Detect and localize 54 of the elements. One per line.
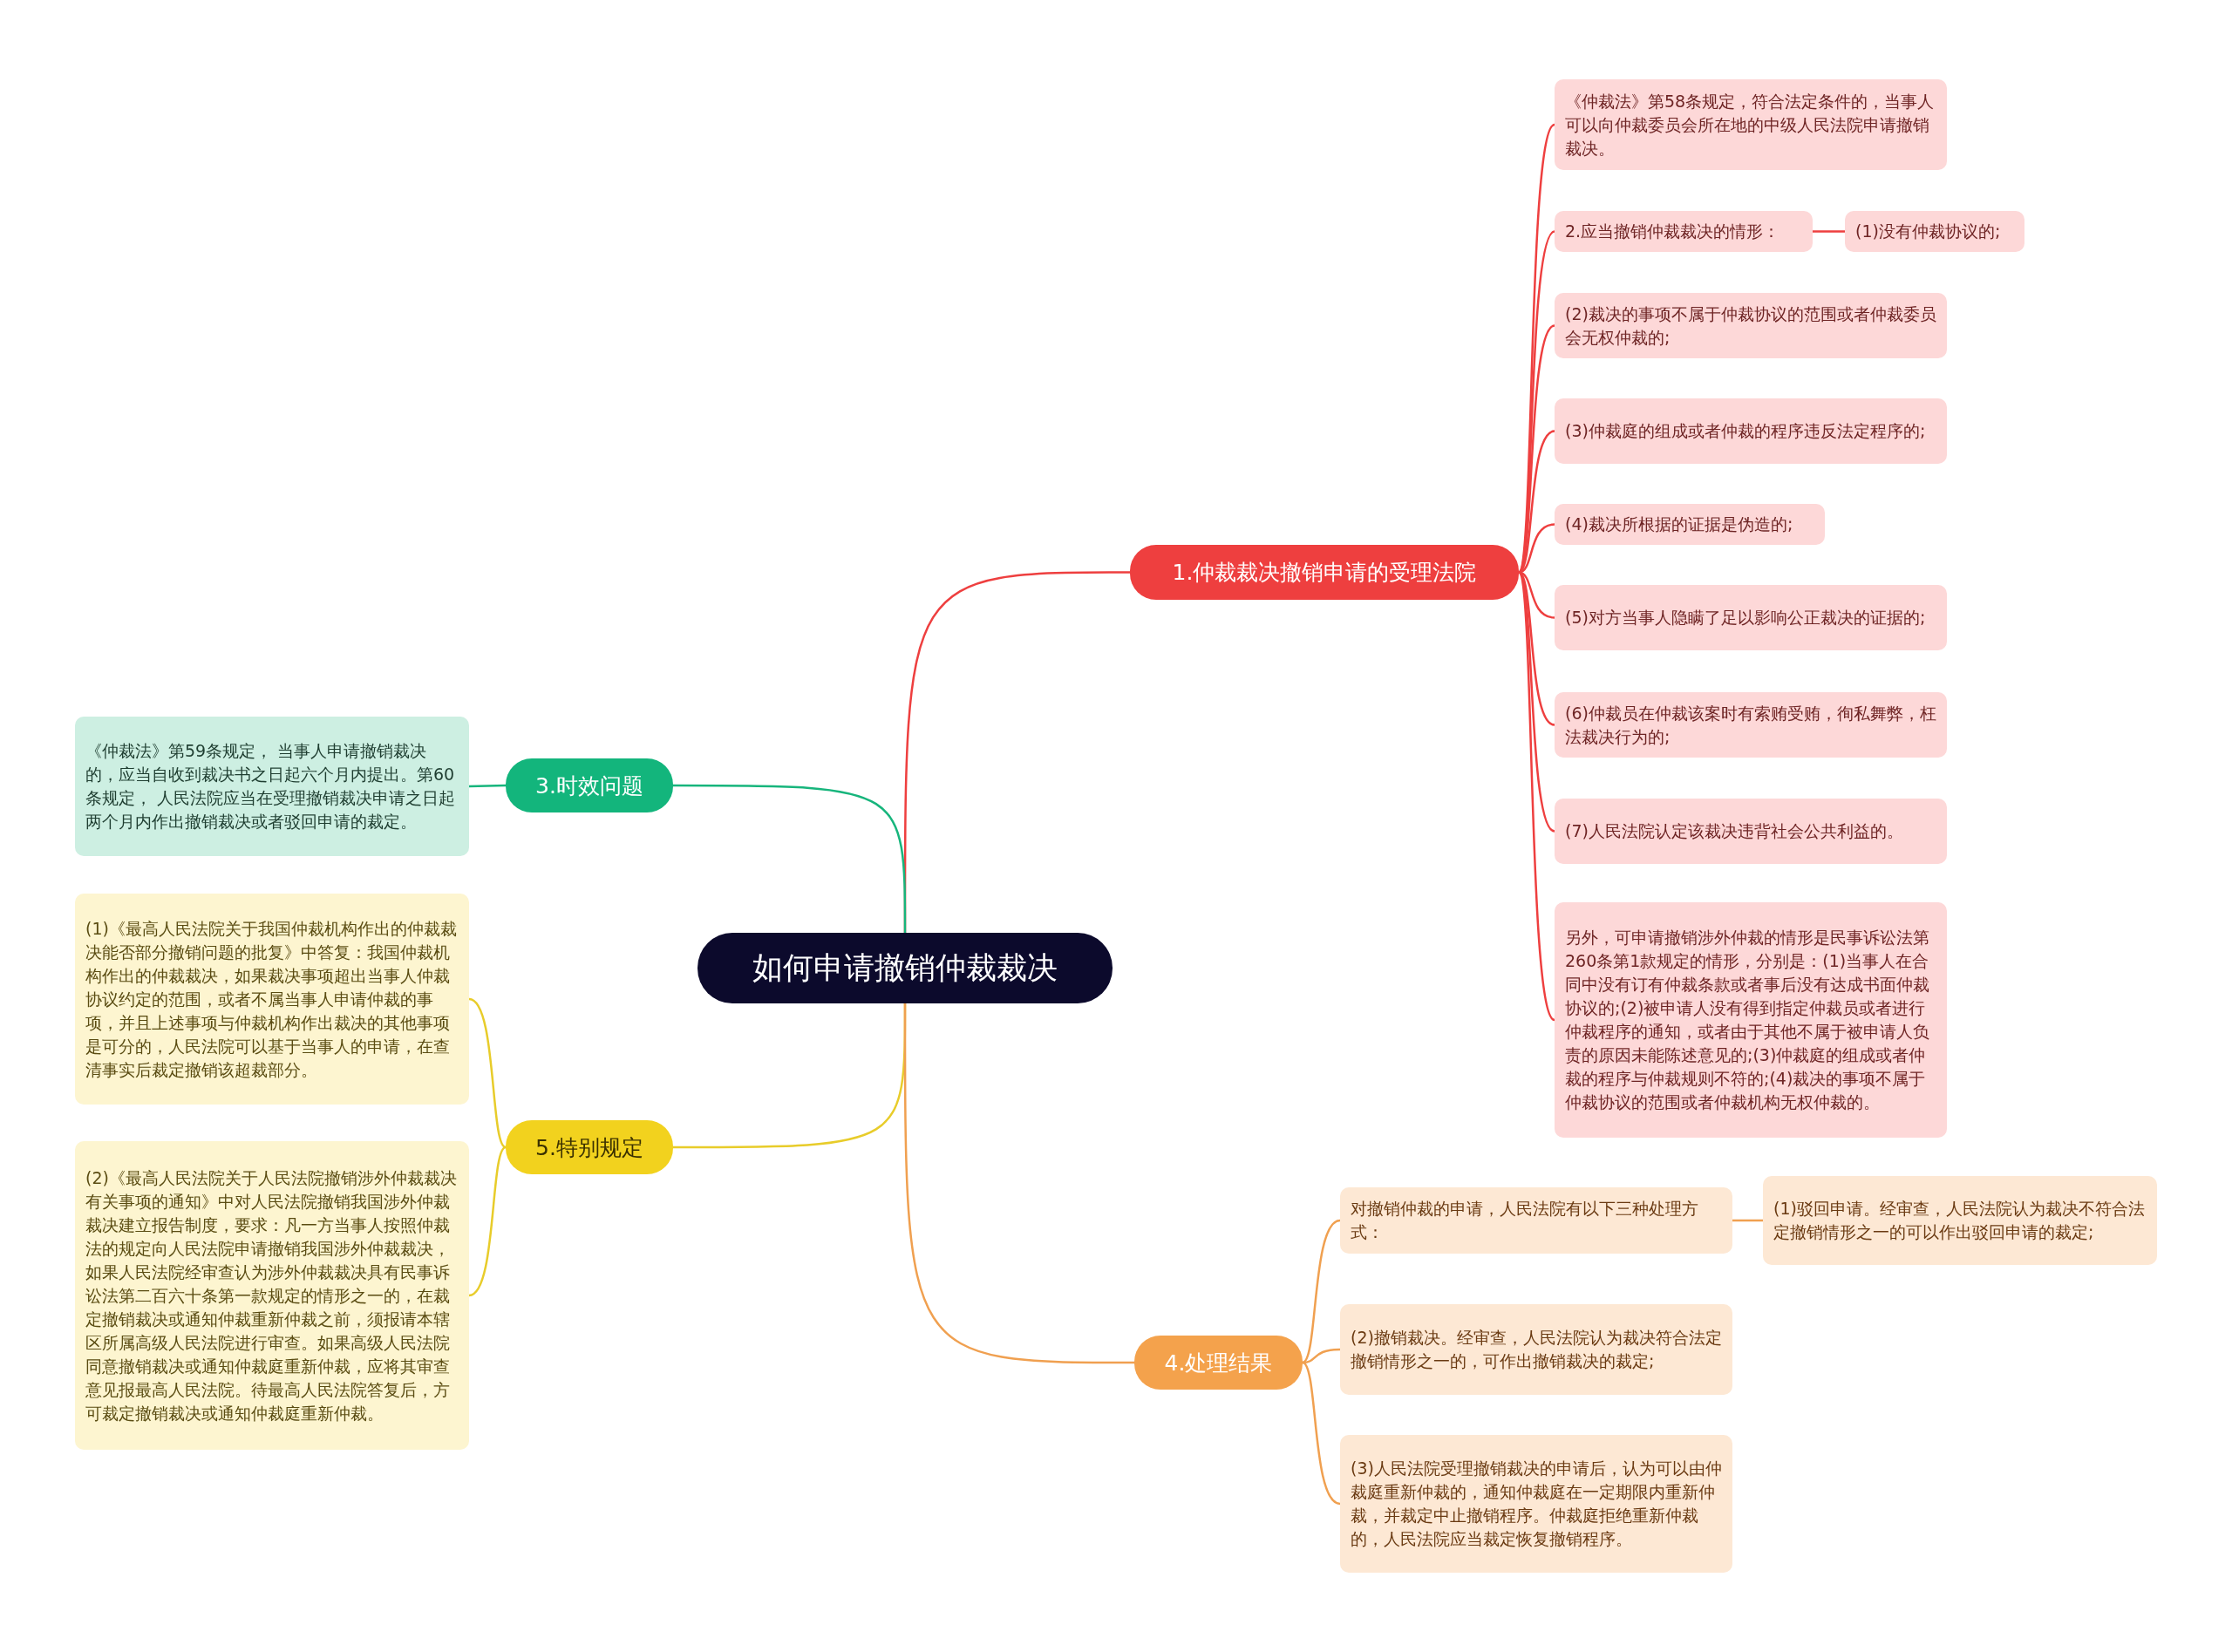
connector-line [1813,230,1845,233]
topic-text: (6)仲裁员在仲裁该案时有索贿受贿，徇私舞弊，枉法裁决行为的; [1565,702,1936,748]
topic-text: (1)没有仲裁协议的; [1855,221,2001,242]
detail-card [1340,1435,1732,1573]
topic-text: 5.特别规定 [535,1133,643,1162]
topic-text: 3.时效问题 [535,772,643,800]
topic-text: 《仲裁法》第59条规定， 当事人申请撤销裁决的，应当自收到裁决书之日起六个月内提出。第60条规定， 人民法院应当在受理撤销裁决申请之日起两个月内作出撤销裁决或者驳回申请的裁定。 [85,740,457,833]
connector-line [1302,1348,1341,1364]
branch-topic [506,758,673,812]
connector-line [903,1003,1134,1364]
detail-card [1340,1187,1732,1254]
detail-card [1555,398,1947,464]
connector-line [468,784,507,788]
topic-text: (2)裁决的事项不属于仲裁协议的范围或者仲裁委员会无权仲裁的; [1565,303,1936,349]
topic-text: (1)驳回申请。经审查，人民法院认为裁决不符合法定撤销情形之一的可以作出驳回申请的裁定; [1773,1198,2146,1243]
topic-text: (7)人民法院认定该裁决违背社会公共利益的。 [1565,820,1903,842]
connector-line [468,997,507,1148]
topic-text: 2.应当撤销仲裁裁决的情形： [1565,221,1780,242]
detail-card [75,894,469,1105]
detail-card [1555,79,1947,170]
branch-topic [506,1120,673,1174]
detail-card [75,1141,469,1450]
topic-text: 1.仲裁裁决撤销申请的受理法院 [1172,559,1477,587]
branch-topic [1130,545,1519,600]
topic-text: 4.处理结果 [1164,1349,1273,1377]
detail-card [1555,799,1947,864]
topic-text: (3)仲裁庭的组成或者仲裁的程序违反法定程序的; [1565,420,1926,442]
connector-line [468,1146,507,1297]
topic-text: (2)《最高人民法院关于人民法院撤销涉外仲裁裁决有关事项的通知》中对人民法院撤销我国涉外仲裁裁决建立报告制度，要求：凡一方当事人按照仲裁法的规定向人民法院申请撤销我国涉外仲裁裁决，如果人民法院经审查认为涉外仲裁裁决具有民事诉讼法第二百六十条第一款规定的情形之一的，在裁定撤销裁决或通知仲裁重新仲裁之前，须报请本辖区所属高级人民法院进行审查。如果高级人民法院同意撤销裁决或通知仲裁庭重新仲裁，应将其审查意见报最高人民法院。待最高人民法院答复后，方可裁定撤销裁决或通知仲裁庭重新仲裁。 [85,1166,458,1424]
detail-card [1555,293,1947,358]
topic-text: (3)人民法院受理撤销裁决的申请后，认为可以由仲裁庭重新仲裁的，通知仲裁庭在一定期限内重新仲裁，并裁定中止撤销程序。仲裁庭拒绝重新仲裁的，人民法院应当裁定恢复撤销程序。 [1351,1458,1722,1550]
detail-card [75,717,469,856]
topic-text: 《仲裁法》第58条规定，符合法定条件的，当事人可以向仲裁委员会所在地的中级人民法院申请撤销裁决。 [1565,90,1936,160]
topic-text: (5)对方当事人隐瞒了足以影响公正裁决的证据的; [1565,607,1926,629]
topic-text: (2)撤销裁决。经审查，人民法院认为裁决符合法定撤销情形之一的，可作出撤销裁决的裁定; [1351,1327,1722,1372]
branch-topic [1134,1336,1303,1390]
detail-card [1555,902,1947,1138]
detail-card [1555,504,1825,545]
connector-line [1302,1362,1341,1506]
topic-text: (4)裁决所根据的证据是伪造的; [1565,513,1793,535]
topic-text: 另外，可申请撤销涉外仲裁的情形是民事诉讼法第260条第1款规定的情形，分别是：(1)当事人在合同中没有订有仲裁条款或者事后没有达成书面仲裁协议的;(2)被申请人没有得到指定仲裁员或者进行仲裁程序的通知，或者由于其他不属于被申请人负责的原因未能陈述意见的;(3)仲裁庭的组成或者仲裁的程序与仲裁规则不符的;(4)裁决的事项不属于仲裁协议的范围或者仲裁机构无权仲裁的。 [1565,927,1930,1113]
connector-line [1517,572,1556,1021]
connector-line [673,784,907,933]
topic-text: (1)《最高人民法院关于我国仲裁机构作出的仲裁裁决能否部分撤销问题的批复》中答复：我国仲裁机构作出的仲裁裁决，如果裁决事项超出当事人仲裁协议约定的范围，或者不属当事人申请仲裁的事项，并且上述事项与仲裁机构作出裁决的其他事项是可分的，人民法院可以基于当事人的申请，在查清事实后裁定撤销该超裁部分。 [85,917,458,1081]
detail-card [1555,211,1813,252]
connector-line [1732,1219,1763,1222]
detail-card [1555,692,1947,758]
topic-text: 对撤销仲裁的申请，人民法院有以下三种处理方式： [1351,1198,1699,1243]
detail-card [1340,1304,1732,1395]
detail-card [1763,1176,2157,1265]
detail-card [1845,211,2024,252]
connector-line [1302,1219,1341,1363]
detail-card [1555,585,1947,650]
topic-text: 如何申请撤销仲裁裁决 [752,949,1058,987]
